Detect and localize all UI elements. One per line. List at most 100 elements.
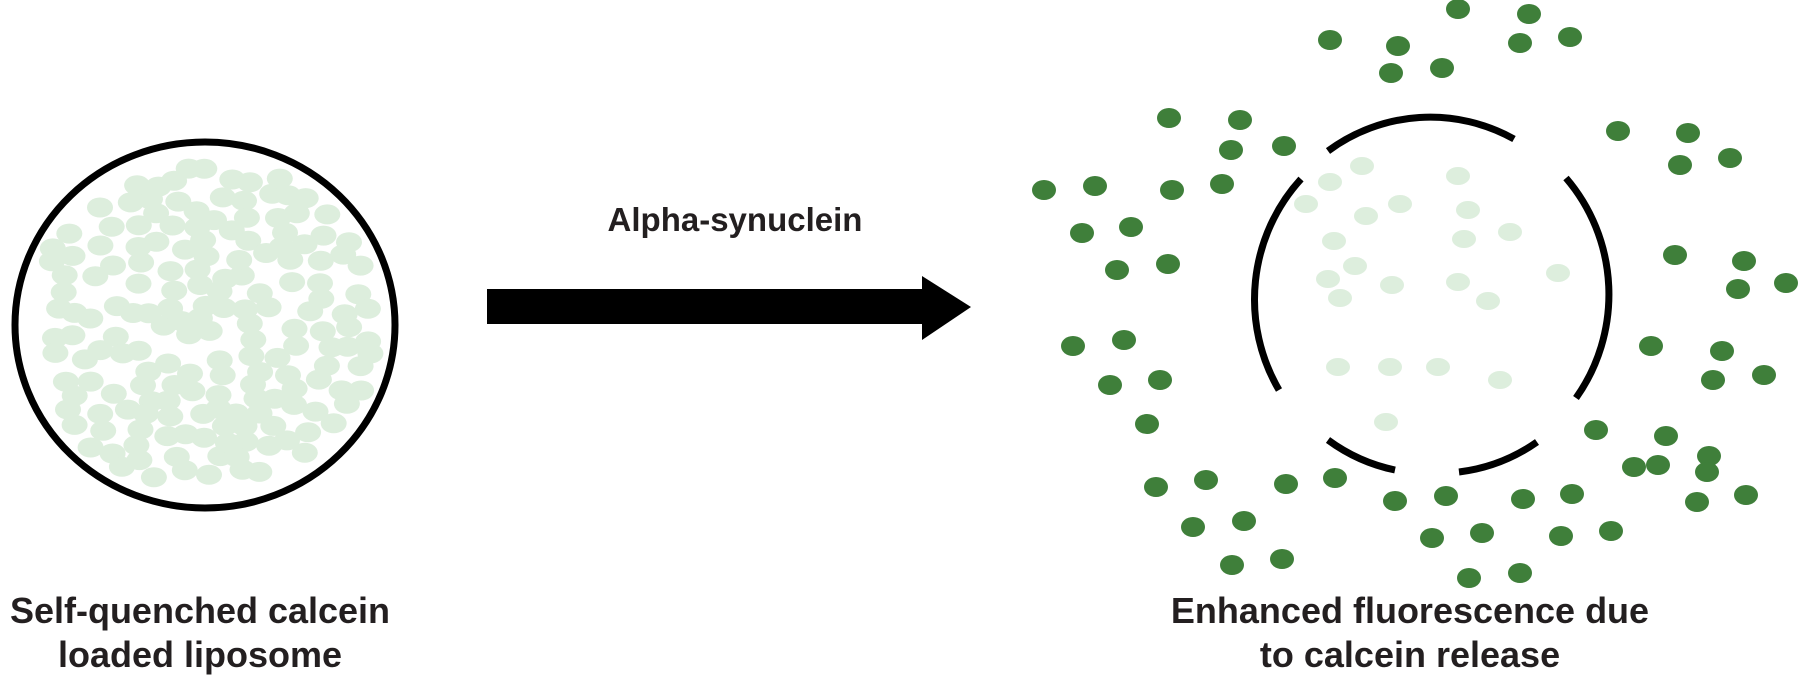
quenched-calcein-dot	[132, 403, 159, 424]
quenched-calcein-dot	[209, 187, 236, 208]
quenched-calcein-dot	[348, 380, 375, 401]
released-calcein-dot	[1646, 455, 1670, 475]
released-calcein-dot	[1718, 148, 1742, 168]
quenched-calcein-dot	[108, 456, 135, 477]
released-calcein-dot	[1318, 30, 1342, 50]
quenched-calcein-dot	[331, 304, 358, 325]
quenched-calcein-dot	[236, 172, 263, 193]
quenched-calcein-dot	[246, 283, 273, 304]
quenched-calcein-dot	[157, 406, 184, 427]
quenched-calcein-dot	[87, 197, 113, 218]
quenched-calcein-dot	[206, 350, 233, 371]
remaining-calcein-dot	[1326, 358, 1350, 376]
quenched-calcein-dot	[310, 225, 337, 246]
quenched-calcein-dot	[246, 461, 273, 482]
quenched-calcein-dot	[281, 378, 308, 399]
released-calcein-dot	[1194, 470, 1218, 490]
released-calcein-dot	[1135, 414, 1159, 434]
released-calcein-dot	[1323, 468, 1347, 488]
quenched-calcein-dot	[281, 394, 307, 415]
quenched-calcein-dot	[308, 288, 335, 309]
ruptured-liposome	[1032, 0, 1798, 588]
quenched-calcein-dot	[51, 265, 78, 286]
quenched-calcein-dot	[87, 340, 114, 361]
released-calcein-dot	[1232, 511, 1256, 531]
remaining-calcein-dot	[1378, 358, 1402, 376]
quenched-calcein-dot	[50, 282, 77, 303]
remaining-calcein-dot	[1498, 223, 1522, 241]
released-calcein-dot	[1549, 526, 1573, 546]
released-calcein-dot	[1774, 273, 1798, 293]
released-calcein-dot	[1663, 245, 1687, 265]
released-calcein-dot	[1470, 523, 1494, 543]
quenched-calcein-dot	[52, 371, 79, 392]
quenched-calcein-dot	[172, 239, 198, 260]
released-calcein-dot	[1517, 4, 1541, 24]
remaining-calcein-dot	[1488, 371, 1512, 389]
released-calcein-dot	[1083, 176, 1107, 196]
remaining-calcein-dot	[1546, 264, 1570, 282]
quenched-calcein-dot	[125, 237, 152, 257]
right-arrow-icon	[487, 276, 971, 340]
quenched-calcein-dot	[226, 250, 253, 270]
quenched-calcein-dot	[291, 234, 318, 255]
quenched-calcein-dot	[336, 232, 362, 253]
quenched-calcein-dot	[143, 203, 170, 224]
quenched-calcein-dot	[302, 401, 329, 422]
right-caption-line-2: to calcein release	[1259, 633, 1561, 675]
quenched-calcein-dot	[309, 321, 336, 342]
quenched-calcein-dot	[196, 464, 222, 485]
quenched-calcein-dot	[305, 369, 332, 390]
quenched-calcein-dot	[247, 362, 274, 382]
remaining-calcein-dot	[1388, 195, 1412, 213]
quenched-calcein-dot	[90, 420, 117, 441]
quenched-calcein-dot	[98, 216, 125, 237]
membrane-arc-left	[1251, 176, 1304, 392]
quenched-calcein-dot	[125, 273, 152, 294]
remaining-calcein-dot	[1318, 173, 1342, 191]
released-calcein-dot	[1156, 254, 1180, 274]
quenched-calcein-dot	[177, 363, 203, 384]
remaining-calcein-dot	[1446, 167, 1470, 185]
quenched-calcein-dot	[128, 252, 155, 273]
quenched-calcein-dot	[209, 365, 236, 386]
remaining-calcein-dot	[1343, 257, 1367, 275]
quenched-calcein-dot	[211, 416, 238, 437]
released-calcein-dot	[1701, 370, 1725, 390]
quenched-calcein-dot	[135, 361, 162, 382]
released-calcein-dot	[1119, 217, 1143, 237]
released-calcein-dot	[1386, 36, 1410, 56]
released-calcein-dot	[1219, 140, 1243, 160]
quenched-calcein-dot	[240, 329, 267, 350]
remaining-calcein-dot	[1354, 207, 1378, 225]
released-calcein-dot	[1379, 63, 1403, 83]
quenched-calcein-dot	[228, 265, 255, 286]
released-calcein-dot	[1220, 555, 1244, 575]
quenched-calcein-dots	[38, 158, 384, 488]
quenched-calcein-dot	[165, 191, 192, 212]
released-calcein-dot	[1508, 33, 1532, 53]
remaining-calcein-dot	[1322, 232, 1346, 250]
quenched-calcein-dot	[184, 259, 211, 280]
remaining-calcein-dot	[1446, 273, 1470, 291]
released-calcein-dot	[1697, 446, 1721, 466]
released-calcein-dot	[1228, 110, 1252, 130]
quenched-calcein-dot	[155, 353, 182, 374]
released-calcein-dot	[1457, 568, 1481, 588]
released-calcein-dot	[1157, 108, 1181, 128]
quenched-calcein-dot	[109, 343, 136, 364]
quenched-calcein-dot	[184, 217, 211, 238]
intact-liposome	[11, 138, 399, 512]
remaining-calcein-dot	[1328, 289, 1352, 307]
released-calcein-dot	[1584, 420, 1608, 440]
quenched-calcein-dot	[266, 168, 293, 189]
released-calcein-dot	[1558, 27, 1582, 47]
quenched-calcein-dot	[140, 467, 167, 488]
released-calcein-dot	[1105, 260, 1129, 280]
quenched-calcein-dot	[191, 158, 218, 179]
released-calcein-dot	[1511, 489, 1535, 509]
quenched-calcein-dot	[135, 303, 162, 324]
quenched-calcein-dot	[171, 460, 198, 481]
released-calcein-dot	[1061, 336, 1085, 356]
